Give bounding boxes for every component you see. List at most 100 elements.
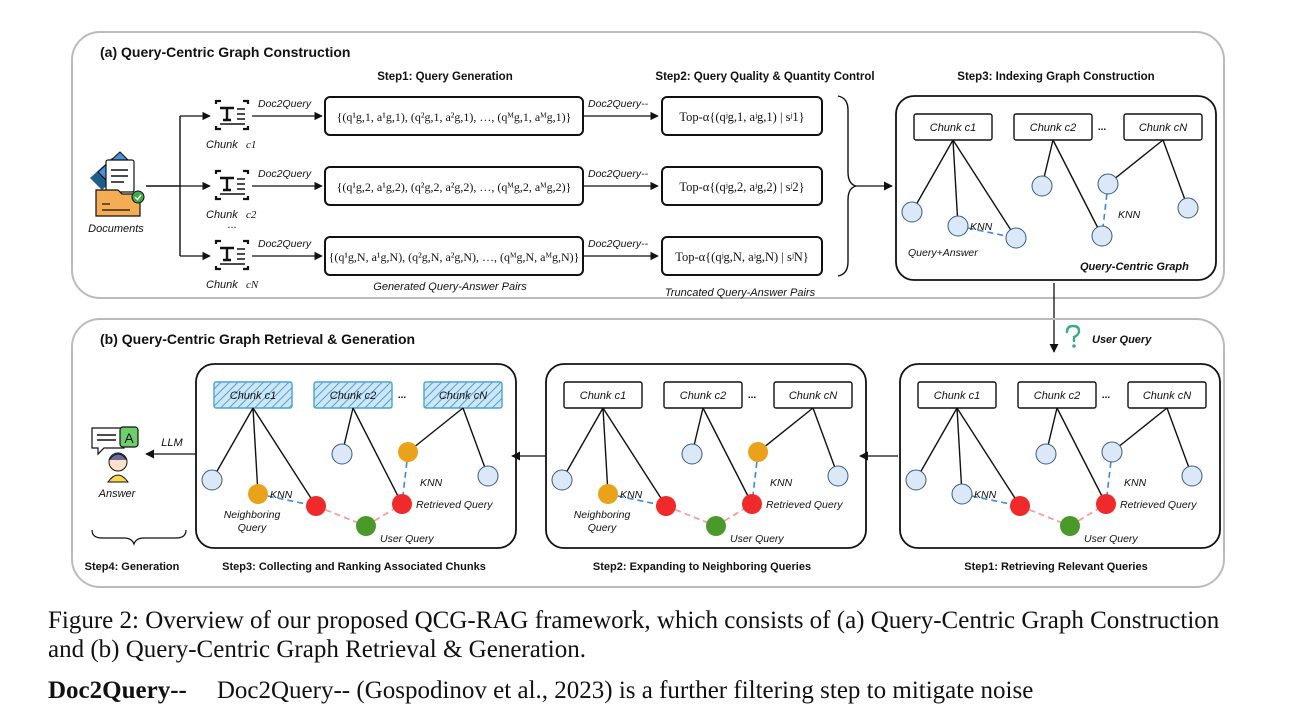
truncated-pairs-box	[661, 166, 823, 206]
documents-icon	[90, 151, 145, 217]
chunk-subscript: c1	[246, 139, 256, 151]
retrieved-query-label: Retrieved Query	[1120, 499, 1197, 511]
graph-edge	[407, 407, 464, 453]
neighbor-query-node	[398, 442, 418, 462]
query-node	[201, 469, 223, 491]
doc2query-label: Doc2Query	[258, 238, 312, 250]
graph-edge	[812, 407, 839, 477]
chunk-node-label: Chunk c1	[934, 390, 980, 402]
knn-label: KNN	[270, 489, 293, 501]
query-node	[1097, 173, 1119, 195]
step3-title: Step3: Indexing Graph Construction	[957, 71, 1154, 83]
body-text: Doc2Query-- (Gospodinov et al., 2023) is…	[216, 677, 1034, 704]
user-query-node-label: User Query	[1084, 533, 1138, 545]
graph-edge	[1111, 407, 1168, 453]
chunk-text-icon	[214, 169, 250, 201]
chunk-node-label: Chunk c2	[1034, 390, 1080, 402]
graph-edge	[1056, 407, 1107, 505]
knn-label: KNN	[420, 477, 443, 489]
panel-b-frame	[71, 318, 1225, 588]
chunk-dots: ...	[398, 390, 407, 401]
user-query-node-label: User Query	[380, 533, 434, 545]
retrieved-query-label: Retrieved Query	[416, 499, 493, 511]
graph-edge	[915, 407, 958, 481]
step1-title-b: Step1: Retrieving Relevant Queries	[964, 561, 1147, 573]
retrieved-query-node	[1096, 494, 1116, 514]
knn-label: KNN	[970, 221, 993, 233]
retrieved-query-node	[1010, 496, 1030, 516]
body-heading: Doc2Query--	[48, 677, 187, 704]
user-query-node	[1060, 516, 1080, 536]
graph-edge	[1107, 139, 1164, 185]
chunk-node-label: Chunk c2	[680, 390, 726, 402]
panel-b-title: (b) Query-Centric Graph Retrieval & Gene…	[100, 331, 415, 347]
generated-caption: Generated Query-Answer Pairs	[373, 281, 527, 293]
graph-edge	[602, 407, 609, 495]
framework-figure: (a) Query-Centric Graph Construction Ste…	[71, 31, 1225, 588]
documents-label: Documents	[88, 223, 144, 235]
chunk-node-label: Chunk cN	[1139, 122, 1187, 134]
graph-edge	[252, 407, 259, 495]
chunk-dots: ...	[1102, 390, 1111, 401]
graph-frame	[895, 95, 1217, 281]
truncated-pairs-text: Top-α{(qʲg,2, aʲg,2) | sʲ2}	[679, 180, 804, 194]
chunk-label: Chunk	[206, 139, 238, 151]
graph-edge	[462, 407, 489, 477]
chunk-node-label: Chunk c2	[1030, 122, 1076, 134]
panel-a-frame	[71, 31, 1225, 299]
graph-edge	[211, 407, 254, 481]
step1-title: Step1: Query Generation	[377, 71, 512, 83]
neighboring-query-label-2: Query	[588, 522, 617, 534]
doc2query-minus-label: Doc2Query--	[588, 168, 649, 180]
doc2query-label: Doc2Query	[258, 168, 312, 180]
chunk-subscript: c2	[246, 209, 257, 221]
doc2query-label: Doc2Query	[258, 98, 312, 110]
doc2query-minus-label: Doc2Query--	[588, 238, 649, 250]
retrieved-query-node	[392, 494, 412, 514]
graph-edge	[561, 407, 604, 481]
chunk-dots: ...	[748, 390, 757, 401]
figure-caption: Figure 2: Overview of our proposed QCG-R…	[48, 607, 1220, 663]
knn-label: KNN	[974, 489, 997, 501]
retrieved-query-node	[656, 496, 676, 516]
panel-a: (a) Query-Centric Graph Construction Ste…	[71, 31, 1225, 299]
knn-label: KNN	[1124, 477, 1147, 489]
panel-a-title: (a) Query-Centric Graph Construction	[100, 44, 350, 60]
query-node	[1101, 441, 1123, 463]
graph-edge	[956, 407, 1021, 507]
user-query-node-label: User Query	[730, 533, 784, 545]
neighbor-query-node	[598, 484, 618, 504]
query-node	[901, 201, 923, 223]
step2-title-b: Step2: Expanding to Neighboring Queries	[593, 561, 811, 573]
neighboring-query-label: Neighboring	[574, 509, 631, 521]
documents-branch-line	[146, 116, 181, 256]
retrieved-query-label: Retrieved Query	[766, 499, 843, 511]
generated-pairs-text: {(q¹g,N, a¹g,N), (q²g,N, a²g,N), …, (qᴹg…	[329, 250, 580, 264]
query-node	[947, 215, 969, 237]
chunk-label: Chunk	[206, 209, 238, 221]
knn-label: KNN	[1118, 209, 1141, 221]
merge-brace	[837, 95, 857, 277]
step3-title-b: Step3: Collecting and Ranking Associated…	[222, 561, 486, 573]
step4-brace	[91, 529, 187, 546]
chunk-node-label: Chunk cN	[439, 390, 487, 402]
graph-edge	[911, 139, 954, 213]
body-paragraph: Doc2Query-- Doc2Query-- (Gospodinov et al…	[48, 676, 1288, 705]
chunk-node-label: Chunk c2	[330, 390, 376, 402]
graph-edge	[1166, 407, 1193, 477]
graph-edge	[956, 407, 963, 495]
query-node	[951, 483, 973, 505]
knn-label: KNN	[620, 489, 643, 501]
answer-icon: A	[91, 426, 139, 483]
retrieved-query-node	[306, 496, 326, 516]
retrieved-query-node	[742, 494, 762, 514]
query-node	[827, 465, 849, 487]
question-icon	[1065, 324, 1081, 348]
graph-edge	[702, 407, 753, 505]
neighboring-query-label: Neighboring	[224, 509, 281, 521]
